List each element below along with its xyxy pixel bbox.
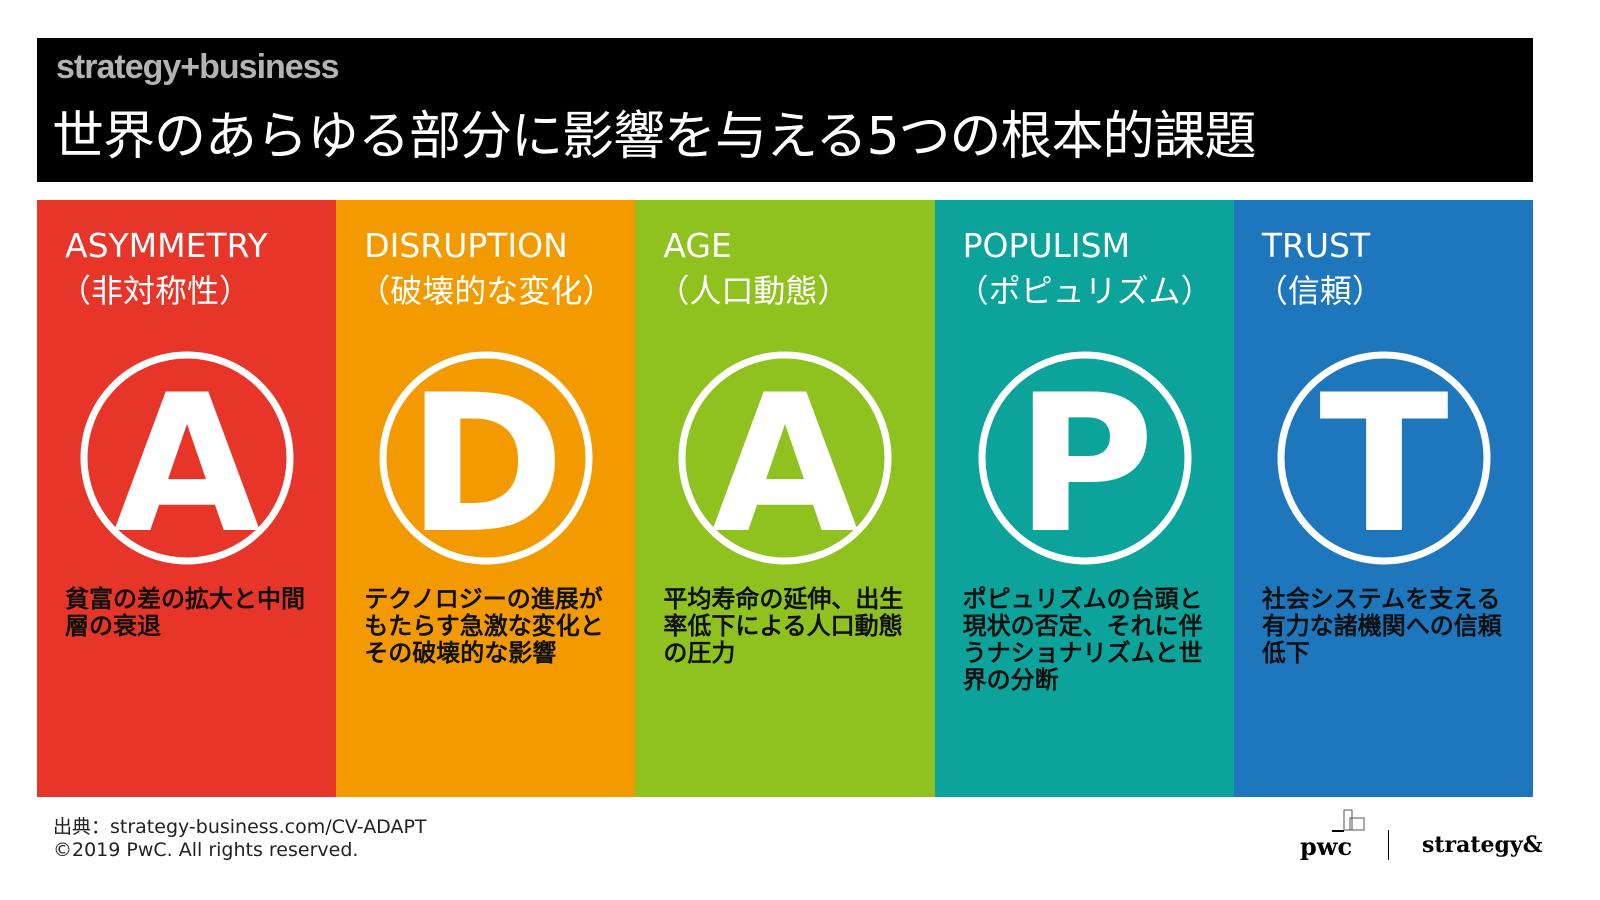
pwc-building-icon (1332, 809, 1365, 832)
source-text: 出典：strategy-business.com/CV-ADAPT (53, 816, 427, 838)
letter-circle-icon: P (978, 351, 1192, 566)
strategyand-logo: strategy& (1422, 832, 1543, 858)
column-description: ポピュリズムの台頭と現状の否定、それに伴うナショナリズムと世界の分断 (962, 585, 1203, 694)
footer: 出典：strategy-business.com/CV-ADAPT ©2019 … (53, 816, 427, 862)
header-banner: strategy+business 世界のあらゆる部分に影響を与える5つの根本的… (37, 38, 1533, 182)
column-letter: P (1015, 354, 1154, 566)
page-title: 世界のあらゆる部分に影響を与える5つの根本的課題 (52, 107, 1257, 167)
letter-circle-icon: T (1277, 351, 1491, 566)
column-description: テクノロジーの進展がもたらす急激な変化とその破壊的な影響 (364, 585, 604, 667)
column-title-en: ASYMMETRY (65, 226, 268, 265)
column-description: 貧富の差の拡大と中間層の衰退 (65, 585, 305, 640)
letter-circle-icon: D (379, 351, 593, 566)
column-letter: D (407, 354, 565, 566)
column-title-en: TRUST (1261, 226, 1371, 265)
column-letter: A (712, 354, 859, 566)
column-title-jp: （破壊的な変化） (358, 272, 615, 310)
column-title-en: AGE (663, 226, 732, 265)
column-age: AGE （人口動態） A 平均寿命の延伸、出生率低下による人口動態の圧力 (635, 200, 935, 797)
pwc-logo: pwc (1300, 832, 1353, 861)
column-description: 社会システムを支える有力な諸機関への信頼低下 (1261, 585, 1502, 667)
adapt-columns: ASYMMETRY （非対称性） A 貧富の差の拡大と中間層の衰退 DISRUP… (37, 200, 1534, 797)
column-letter: A (113, 354, 260, 566)
copyright-text: ©2019 PwC. All rights reserved. (53, 839, 359, 861)
column-populism: POPULISM （ポピュリズム） P ポピュリズムの台頭と現状の否定、それに伴… (934, 200, 1234, 797)
brand-logo: strategy+business (56, 48, 340, 86)
letter-circle-icon: A (80, 351, 294, 566)
column-disruption: DISRUPTION （破壊的な変化） D テクノロジーの進展がもたらす急激な変… (336, 200, 636, 797)
column-trust: TRUST （信頼） T 社会システムを支える有力な諸機関への信頼低下 (1233, 200, 1534, 797)
column-title-en: POPULISM (962, 226, 1131, 265)
column-title-jp: （人口動態） (657, 272, 850, 310)
column-asymmetry: ASYMMETRY （非対称性） A 貧富の差の拡大と中間層の衰退 (37, 200, 337, 797)
logo-divider (1388, 830, 1389, 860)
column-title-jp: （ポピュリズム） (956, 272, 1213, 310)
letter-circle-icon: A (678, 351, 892, 566)
column-title-jp: （信頼） (1255, 272, 1384, 310)
column-letter: T (1319, 354, 1449, 566)
column-title-en: DISRUPTION (364, 226, 568, 265)
column-description: 平均寿命の延伸、出生率低下による人口動態の圧力 (663, 585, 904, 667)
column-title-jp: （非対称性） (59, 272, 252, 310)
